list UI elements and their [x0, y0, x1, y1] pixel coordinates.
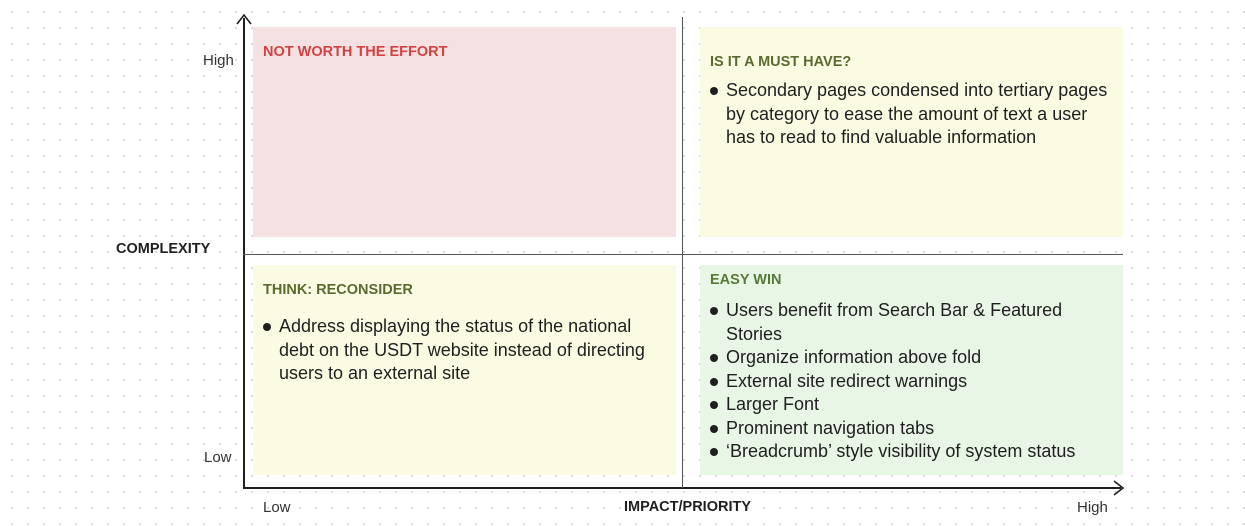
quadrant-title: NOT WORTH THE EFFORT [263, 44, 448, 60]
quadrant-item-list: Users benefit from Search Bar & Featured… [710, 299, 1113, 464]
quadrant-not-worth-the-effort: NOT WORTH THE EFFORT [253, 27, 676, 237]
y-axis-line [243, 18, 245, 488]
list-item: ‘Breadcrumb’ style visibility of system … [710, 440, 1113, 464]
quadrant-must-have: IS IT A MUST HAVE? Secondary pages conde… [700, 27, 1123, 237]
x-axis-arrow-icon [1113, 480, 1125, 496]
x-axis-high-label: High [1077, 499, 1108, 516]
horizontal-divider [243, 254, 1123, 255]
list-item: Larger Font [710, 393, 1113, 417]
y-axis-low-label: Low [204, 449, 232, 466]
x-axis-low-label: Low [263, 499, 291, 516]
quadrant-title: IS IT A MUST HAVE? [710, 54, 852, 70]
list-item: Secondary pages condensed into tertiary … [710, 79, 1113, 150]
quadrant-title: THINK: RECONSIDER [263, 282, 413, 298]
list-item: External site redirect warnings [710, 370, 1113, 394]
quadrant-easy-win: EASY WIN Users benefit from Search Bar &… [700, 265, 1123, 475]
y-axis-arrow-icon [236, 13, 252, 25]
y-axis-high-label: High [203, 52, 234, 69]
list-item: Address displaying the status of the nat… [263, 315, 666, 386]
quadrant-think-reconsider: THINK: RECONSIDER Address displaying the… [253, 265, 676, 475]
quadrant-item-list: Address displaying the status of the nat… [263, 315, 666, 386]
x-axis-title: IMPACT/PRIORITY [624, 499, 752, 515]
quadrant-title: EASY WIN [710, 272, 782, 288]
list-item: Organize information above fold [710, 346, 1113, 370]
vertical-divider [682, 17, 683, 488]
list-item: Prominent navigation tabs [710, 417, 1113, 441]
quadrant-item-list: Secondary pages condensed into tertiary … [710, 79, 1113, 150]
y-axis-title: COMPLEXITY [116, 241, 211, 257]
list-item: Users benefit from Search Bar & Featured… [710, 299, 1113, 346]
